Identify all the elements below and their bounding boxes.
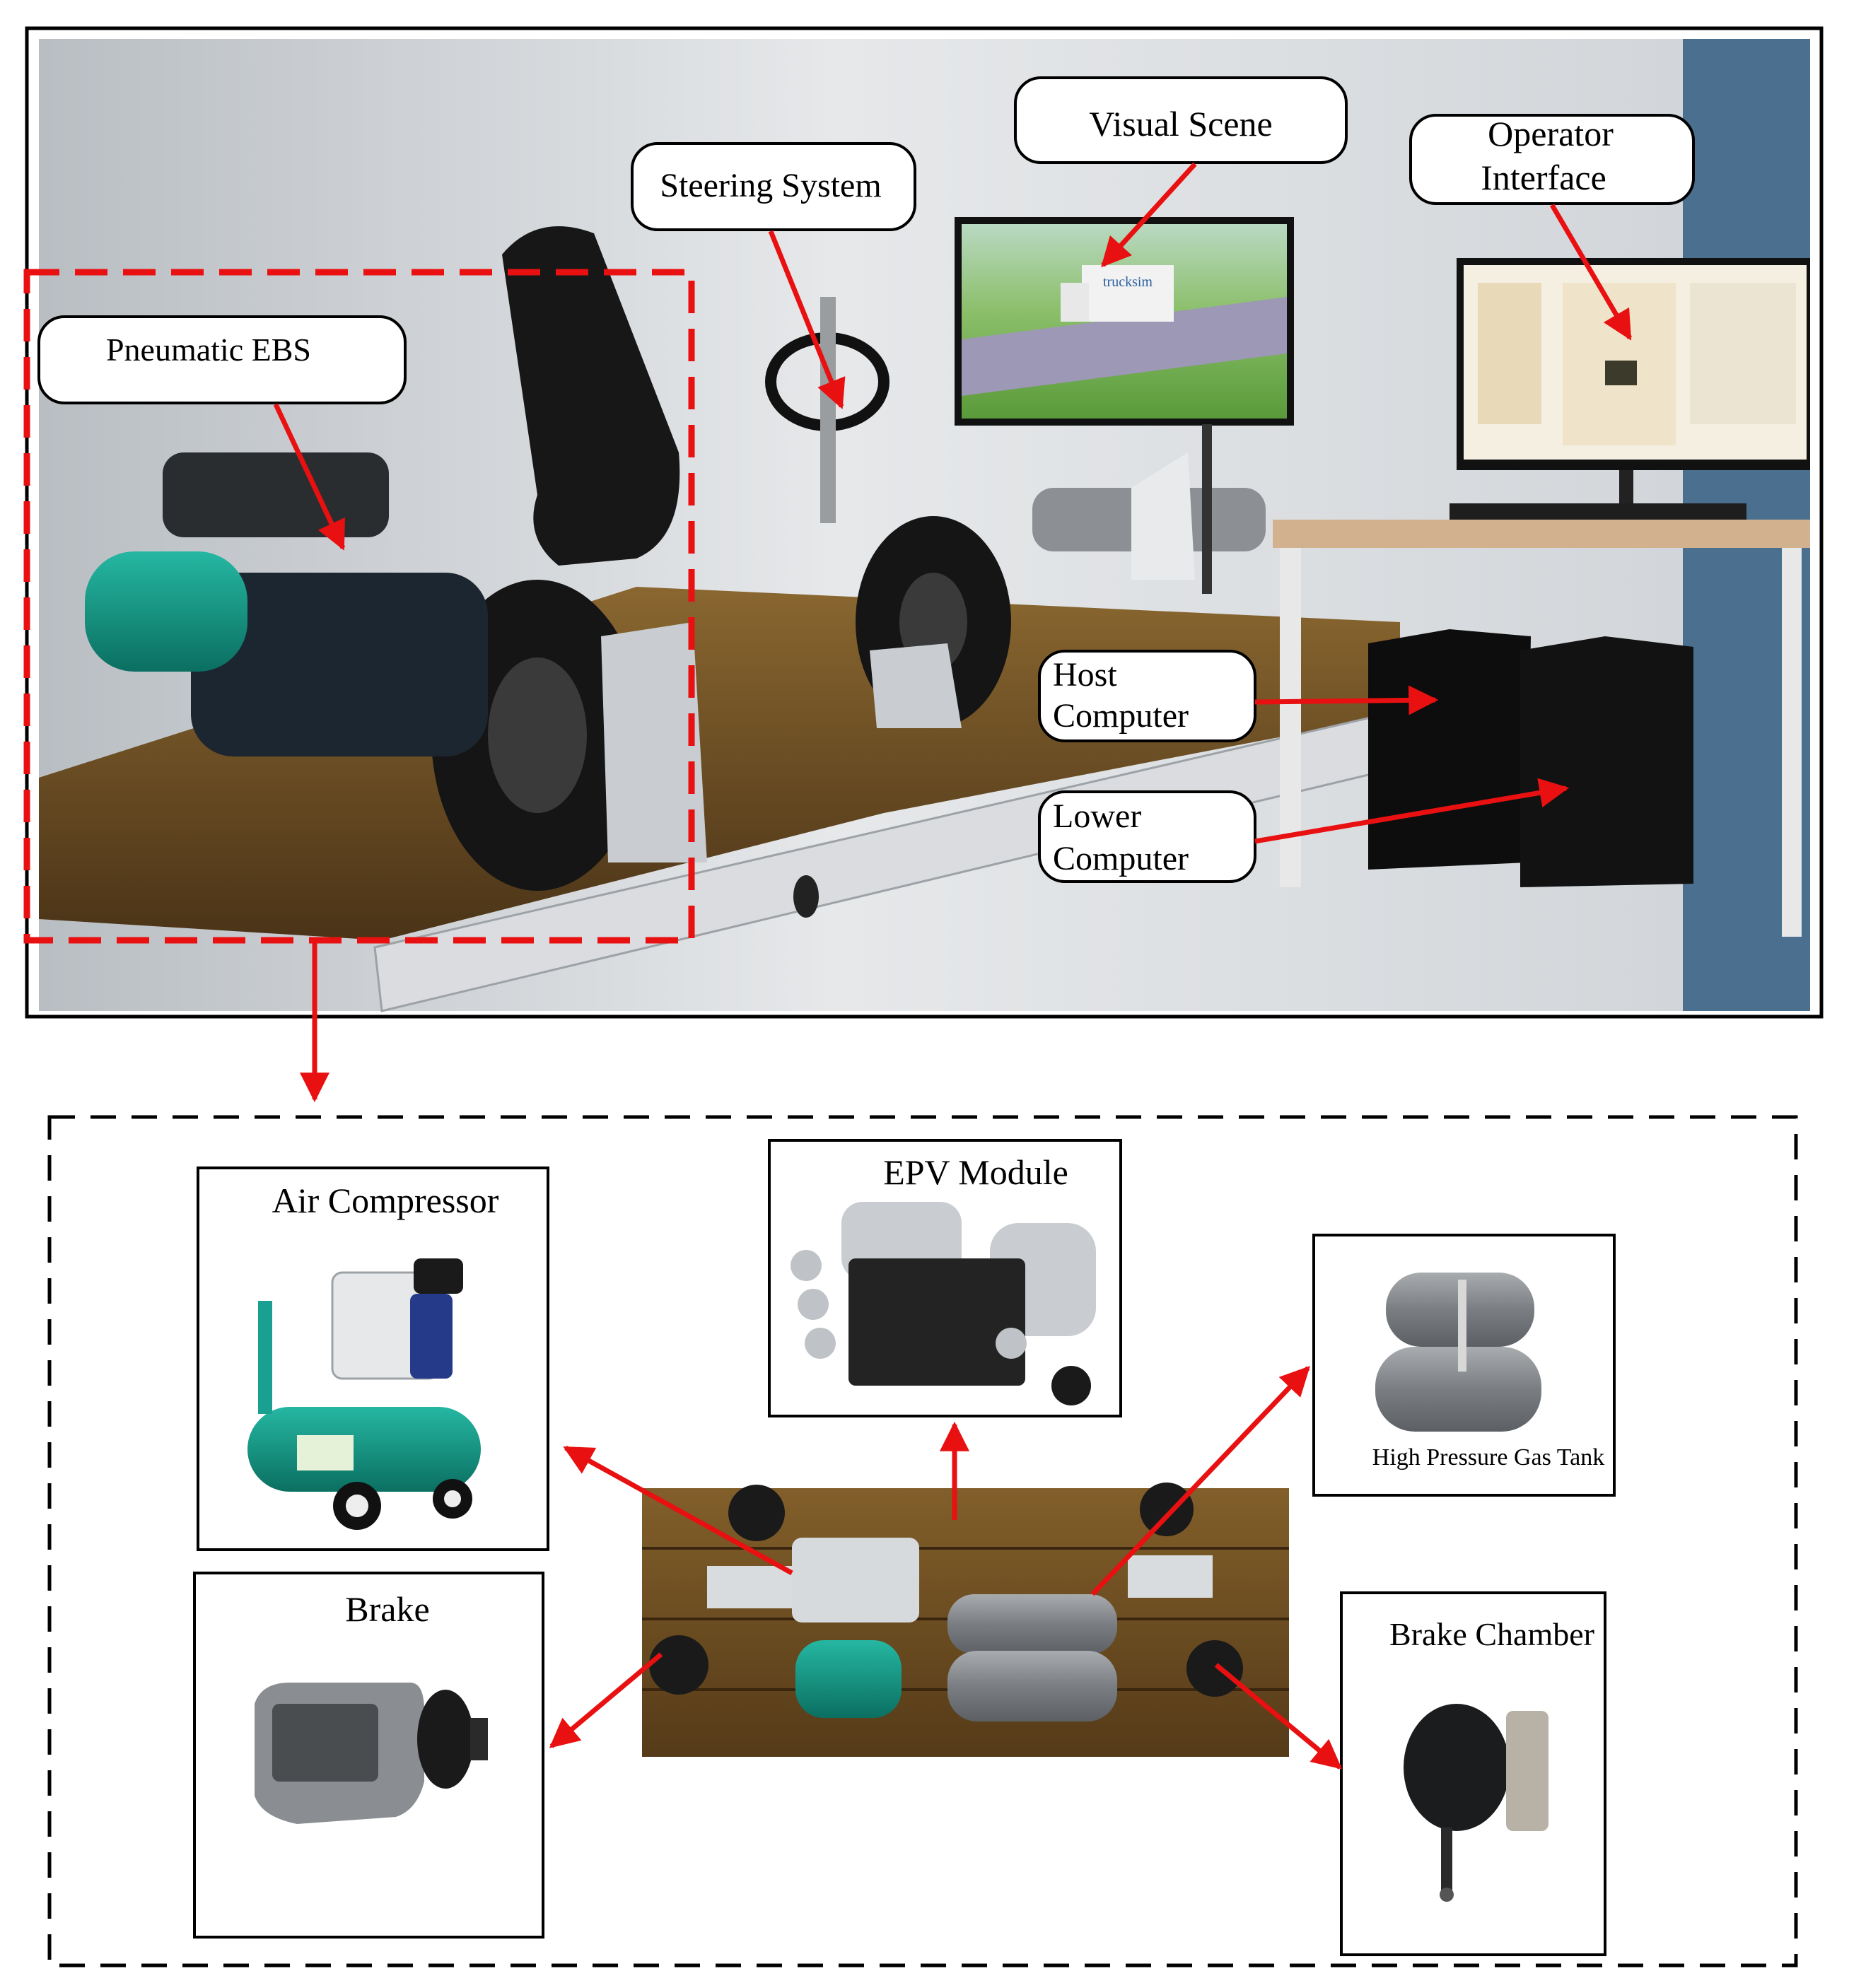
host-computer-arrow	[1254, 685, 1439, 715]
operator-desk-top	[1273, 520, 1810, 548]
desk-leg-left	[1280, 548, 1301, 887]
visual-scene-arrow	[1101, 162, 1197, 268]
bench-compressor	[795, 1640, 902, 1718]
bench-brake-chamber-tr	[1140, 1483, 1194, 1536]
host-computer-callout	[1038, 650, 1256, 742]
brake-chamber-arrow	[1214, 1663, 1343, 1770]
gas-tank-image	[1375, 1273, 1541, 1432]
visual-scene-callout	[1014, 76, 1348, 164]
host-computer-label-line2: Computer	[1053, 697, 1189, 735]
operator-interface-callout	[1409, 114, 1695, 205]
epv-module-label: EPV Module	[883, 1152, 1068, 1192]
gas-tank-arrow	[1090, 1365, 1310, 1596]
pneumatic-ebs-region	[23, 269, 695, 944]
brake-image	[255, 1683, 488, 1824]
monitor-stand	[1202, 424, 1212, 594]
component-panel: Air Compressor EPV Module	[47, 1115, 1798, 1967]
desk-leg-right	[1782, 548, 1802, 937]
bench-overview-photo	[642, 1483, 1289, 1757]
brake-chamber-image	[1404, 1704, 1548, 1902]
air-compressor-arrow	[563, 1445, 793, 1576]
bench-tank-upper	[947, 1594, 1117, 1654]
epv-module-image	[791, 1202, 1096, 1405]
air-compressor-image	[247, 1258, 481, 1530]
bench-brake-chamber-br	[1186, 1640, 1243, 1697]
bench-hole	[793, 875, 819, 918]
truck-brand-text: trucksim	[1103, 274, 1153, 290]
top-photo: trucksim Visual Scene Operator Interface…	[23, 26, 1824, 1019]
right-bracket	[870, 643, 962, 728]
pneumatic-ebs-label: Pneumatic EBS	[106, 332, 311, 368]
compressor-motor	[163, 452, 389, 537]
operator-interface-label-line1: Operator	[1488, 114, 1614, 153]
steering-system-arrow	[768, 230, 846, 409]
pneumatic-ebs-callout	[37, 315, 407, 404]
pneumatic-ebs-arrow	[273, 403, 346, 551]
steering-system-callout	[631, 142, 916, 231]
bench-brake-chamber-tl	[728, 1485, 785, 1541]
lower-computer-label-line2: Computer	[1053, 840, 1189, 877]
lower-computer-case	[1520, 636, 1693, 887]
left-brake-chamber-body	[191, 573, 488, 756]
host-computer-label-line1: Host	[1053, 656, 1117, 694]
operator-interface-label-line2: Interface	[1481, 158, 1606, 197]
gas-tank-label: High Pressure Gas Tank	[1372, 1444, 1604, 1470]
left-bracket	[601, 622, 707, 863]
driver-seat	[502, 226, 680, 566]
lower-computer-arrow	[1254, 778, 1570, 844]
operator-interface-arrow	[1549, 204, 1633, 341]
screen-road	[962, 297, 1287, 396]
component-panel-frame	[47, 1115, 1798, 1967]
lower-computer-callout	[1038, 790, 1256, 883]
air-compressor-label: Air Compressor	[272, 1181, 499, 1220]
steering-column	[820, 297, 836, 523]
brake-arrow	[549, 1652, 663, 1748]
bench-tank-lower	[947, 1651, 1117, 1721]
lower-computer-label-line1: Lower	[1053, 797, 1141, 835]
visual-scene-label: Visual Scene	[1089, 104, 1272, 144]
host-computer-case	[1368, 629, 1531, 870]
compressor-tank	[85, 551, 247, 672]
brake-label: Brake	[345, 1589, 429, 1629]
bench-epv	[792, 1538, 919, 1622]
bench-brake-chamber-bl	[649, 1635, 708, 1695]
steering-system-label: Steering System	[660, 167, 881, 204]
screen-truck	[1082, 265, 1174, 322]
brake-chamber-label: Brake Chamber	[1389, 1616, 1594, 1652]
